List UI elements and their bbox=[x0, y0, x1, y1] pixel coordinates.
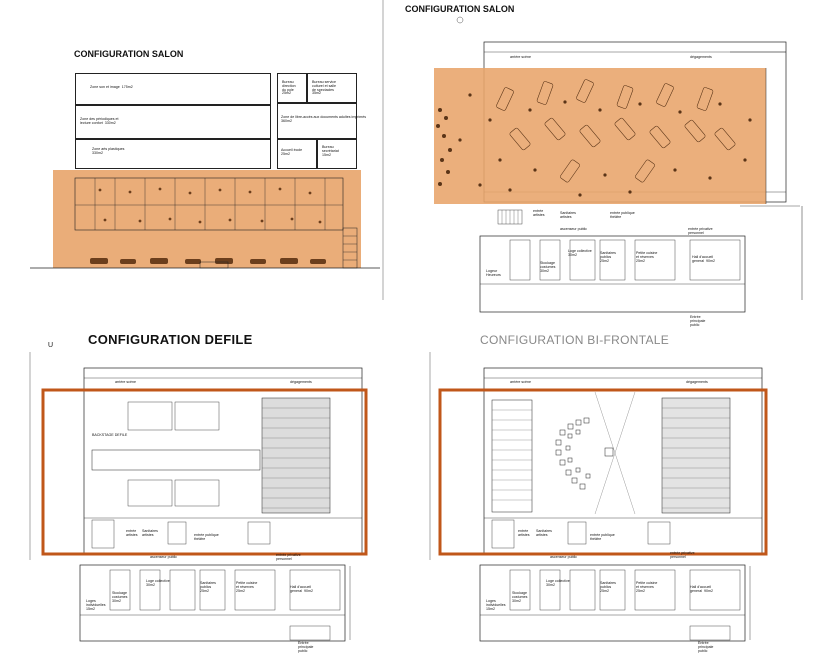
room-son-image bbox=[75, 73, 271, 105]
label-arriere-scene: arrière scène bbox=[510, 55, 531, 59]
label-logeur: Logeur Heureurs bbox=[486, 269, 501, 277]
salon-overlay bbox=[53, 170, 361, 268]
lower-building bbox=[79, 564, 346, 642]
label-entree-publique: entrée publique théâtre bbox=[610, 211, 635, 219]
stairs bbox=[342, 227, 358, 269]
label-entree-principale: Entrée principale public bbox=[690, 315, 706, 327]
plan-bifrontale-title: CONFIGURATION BI-FRONTALE bbox=[480, 333, 670, 347]
elevation-panel: CONFIGURATION SALON Zone son et image 17… bbox=[0, 0, 400, 300]
plan-salon-panel: CONFIGURATION SALON bbox=[400, 0, 820, 335]
seating-right bbox=[261, 397, 331, 514]
label-hall: Hall d'accueil general 90m2 bbox=[692, 255, 715, 263]
room-label: Zone des périodiques et lecture confort … bbox=[80, 117, 119, 125]
label-hall: Hall d'accueil general 90m2 bbox=[290, 585, 313, 593]
plan-defile-panel: CONFIGURATION DEFILE U bbox=[0, 330, 400, 670]
label-entree-privative: entrée privative personnel bbox=[276, 553, 301, 561]
room-accueil-ecole bbox=[277, 139, 317, 169]
label-degagements: dégagements bbox=[690, 55, 712, 59]
label-entree-privative: entrée privative personnel bbox=[670, 551, 695, 559]
label-degagements: dégagements bbox=[686, 380, 708, 384]
label-entree-artistes: entrée artistes bbox=[533, 209, 545, 217]
label-petite-cuisine: Petite cuisine et réserves 25m2 bbox=[236, 581, 258, 593]
label-entree-principale: Entrée principale public bbox=[698, 641, 714, 653]
label-stockage: Stockage costumes 30m2 bbox=[540, 261, 556, 273]
room-label: Accueil école 25m2 bbox=[281, 148, 303, 156]
label-loge-collective: Loge collective 30m2 bbox=[546, 579, 570, 587]
seating-left bbox=[127, 401, 220, 507]
plan-defile-title: CONFIGURATION DEFILE bbox=[88, 332, 253, 347]
car-layout bbox=[496, 79, 736, 183]
label-ascenseur-public: ascenseur public bbox=[560, 227, 587, 231]
marker-u: U bbox=[48, 342, 54, 349]
label-arriere-scene: arrière scène bbox=[115, 380, 136, 384]
runway bbox=[91, 449, 261, 471]
room-label: Bureau service culturel et salle de spec… bbox=[312, 80, 336, 96]
defile-frame bbox=[41, 388, 368, 556]
label-stockage: Stockage costumes 30m2 bbox=[112, 591, 128, 603]
salon-overlay bbox=[434, 68, 766, 204]
label-sanitaires-public: Sanitaires publics 25m2 bbox=[600, 251, 616, 263]
people-dots bbox=[436, 93, 752, 197]
room-libre-acces bbox=[277, 103, 357, 139]
lower-building bbox=[479, 235, 746, 313]
label-petite-cuisine: Petite cuisine et réserves 25m2 bbox=[636, 251, 658, 263]
label-degagements: dégagements bbox=[290, 380, 312, 384]
room-periodiques bbox=[75, 105, 271, 139]
label-logeur: Loges individuelles 15m2 bbox=[86, 599, 106, 611]
label-sanitaires-artistes: Sanitaires artistes bbox=[142, 529, 158, 537]
label-entree-privative: entrée privative personnel bbox=[688, 227, 713, 235]
elevation-title: CONFIGURATION SALON bbox=[74, 49, 184, 59]
room-label: Zone son et image 175m2 bbox=[90, 85, 133, 89]
arc-seats bbox=[555, 417, 591, 490]
silhouettes bbox=[90, 187, 326, 264]
label-ascenseur-public: ascenseur public bbox=[550, 555, 577, 559]
stage-frame bbox=[74, 177, 344, 231]
label-petite-cuisine: Petite cuisine et réserves 25m2 bbox=[636, 581, 658, 593]
label-sanitaires-artistes: Sanitaires artistes bbox=[560, 211, 576, 219]
room-label: Bureau direction du pole 25m2 bbox=[282, 80, 296, 96]
plan-salon-drawing bbox=[434, 16, 803, 313]
label-sanitaires-public: Sanitaires publics 25m2 bbox=[600, 581, 616, 593]
label-entree-artistes: entrée artistes bbox=[126, 529, 138, 537]
label-logeur: Loges individuelles 15m2 bbox=[486, 599, 506, 611]
label-backstage: BACKSTAGE DEFILE bbox=[92, 433, 128, 437]
plan-salon-title: CONFIGURATION SALON bbox=[405, 4, 515, 14]
counter bbox=[199, 261, 229, 269]
room-label: Zone arts plastiques 330m2 bbox=[92, 147, 125, 155]
label-arriere-scene: arrière scène bbox=[510, 380, 531, 384]
label-stockage: Stockage costumes 30m2 bbox=[512, 591, 528, 603]
plan-defile-drawing bbox=[29, 352, 368, 642]
plan-bifrontale-drawing bbox=[429, 352, 768, 642]
lower-building bbox=[479, 564, 746, 642]
label-sanitaires-public: Sanitaires publics 25m2 bbox=[200, 581, 216, 593]
room-arts-plastiques bbox=[75, 139, 271, 169]
seating-right bbox=[661, 397, 731, 514]
room-label: Zone de libre-accès aux documents adulte… bbox=[281, 115, 367, 123]
label-sanitaires-artistes: Sanitaires artistes bbox=[536, 529, 552, 537]
label-hall: Hall d'accueil general 90m2 bbox=[690, 585, 713, 593]
label-entree-publique: entrée publique théâtre bbox=[590, 533, 615, 541]
room-label: Bureau secrétariat 15m2 bbox=[322, 145, 339, 157]
elevation-drawing bbox=[30, 0, 384, 300]
label-loge-collective: Loge collective 30m2 bbox=[146, 579, 170, 587]
room-bureau-direction bbox=[277, 73, 307, 103]
label-loge-collective: Loge collective 30m2 bbox=[568, 249, 592, 257]
plan-bifrontale-panel: CONFIGURATION BI-FRONTALE bbox=[400, 330, 820, 670]
room-bureau-secretariat bbox=[317, 139, 357, 169]
bifrontale-frame bbox=[438, 388, 768, 556]
label-entree-publique: entrée publique théâtre bbox=[194, 533, 219, 541]
label-entree-artistes: entrée artistes bbox=[518, 529, 530, 537]
seating-left bbox=[491, 399, 533, 513]
label-ascenseur-public: ascenseur public bbox=[150, 555, 177, 559]
label-entree-principale: Entrée principale public bbox=[298, 641, 314, 653]
room-bureau-culturel bbox=[307, 73, 357, 103]
